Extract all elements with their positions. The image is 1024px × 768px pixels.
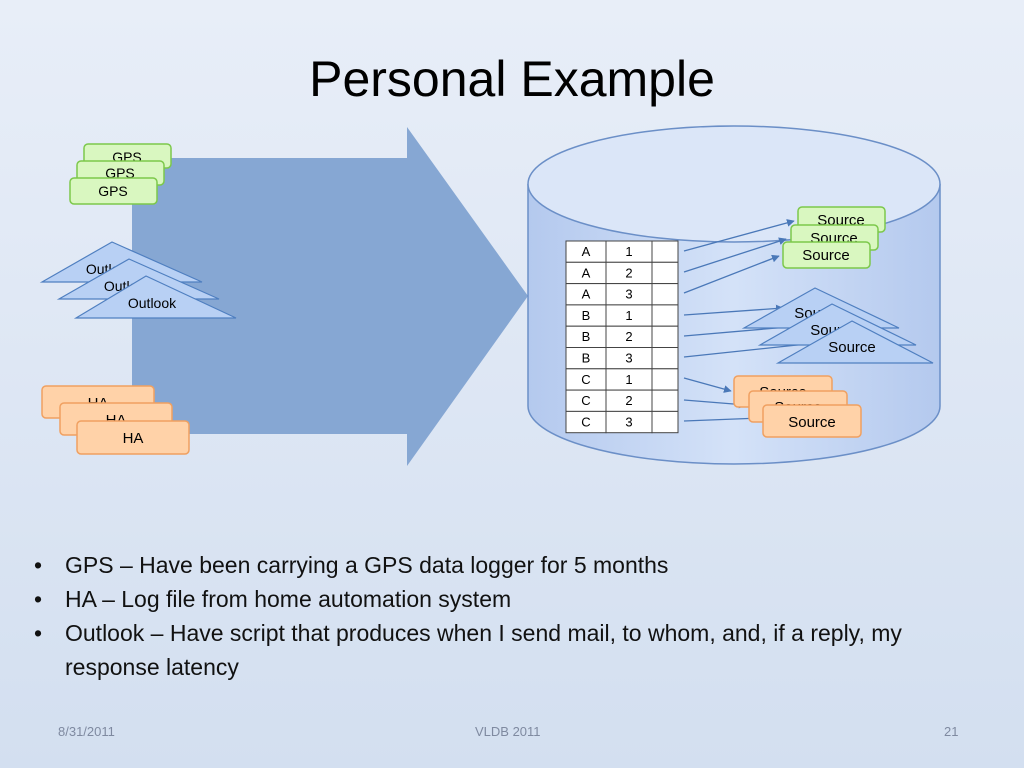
connector-arrow (683, 219, 795, 252)
slide-title: Personal Example (309, 51, 715, 107)
source-label: Source (802, 247, 850, 264)
table-key-cell: B (582, 308, 591, 323)
footer-conference: VLDB 2011 (475, 724, 541, 739)
table-cell (651, 261, 679, 285)
footer-date: 8/31/2011 (58, 724, 115, 739)
bullet-text: GPS – Have been carrying a GPS data logg… (65, 552, 669, 578)
source-triangle: Source (775, 320, 934, 364)
connector-arrow (683, 254, 780, 294)
table-cell (651, 240, 679, 263)
table-key-cell: A (582, 265, 591, 280)
table-key-cell: A (582, 244, 591, 259)
outlook-stack: Outlook Outlook Outlook (39, 241, 237, 319)
table-key-cell: B (582, 351, 591, 366)
connector-arrow (683, 304, 784, 316)
table-cell (651, 389, 679, 412)
connector-arrow (683, 414, 762, 423)
source-label: Source (828, 339, 876, 356)
bullet-item: • GPS – Have been carrying a GPS data lo… (34, 548, 964, 582)
bullet-glyph: • (34, 586, 43, 612)
gps-label: GPS (98, 183, 128, 199)
table-key-cell: A (582, 287, 591, 302)
table-num-cell: 3 (625, 351, 632, 366)
bullet-item: • HA – Log file from home automation sys… (34, 582, 964, 616)
gps-source-stack: Source Source Source (782, 206, 886, 269)
outlook-label: Outlook (128, 295, 177, 311)
table-cell (651, 325, 679, 349)
ha-source-stack: Source Source Source (733, 375, 862, 438)
table-cell (651, 304, 679, 327)
gps-stack: GPS GPS GPS (69, 143, 172, 205)
table-key-cell: C (581, 372, 590, 387)
bullet-glyph: • (34, 552, 43, 578)
table-num-cell: 3 (625, 414, 632, 429)
footer-page-number: 21 (944, 724, 959, 739)
source-box: Source (782, 241, 871, 269)
table-num-cell: 1 (625, 372, 632, 387)
table-key-cell: B (582, 329, 591, 344)
data-integration-diagram: GPS GPS GPS Outlook Outlook Outlook HA H… (39, 125, 941, 466)
gps-box: GPS (69, 177, 158, 205)
table-cell (651, 410, 679, 434)
bullet-text: Outlook – Have script that produces when… (65, 620, 902, 680)
table-key-cell: C (581, 393, 590, 408)
ha-box: HA (76, 420, 190, 455)
connector-arrow (683, 377, 732, 393)
bullet-list: • GPS – Have been carrying a GPS data lo… (34, 548, 964, 684)
connector-arrow (683, 237, 787, 273)
table-cell (651, 347, 679, 370)
table-cell (651, 368, 679, 391)
big-right-arrow (132, 127, 528, 466)
ha-stack: HA HA HA (41, 385, 190, 455)
table-num-cell: 3 (625, 287, 632, 302)
table-num-cell: 1 (625, 244, 632, 259)
table-num-cell: 2 (625, 265, 632, 280)
bullet-text: HA – Log file from home automation syste… (65, 586, 512, 612)
outlook-source-stack: Source Source Source (741, 287, 934, 364)
source-label: Source (788, 414, 836, 431)
table-num-cell: 1 (625, 308, 632, 323)
bullet-glyph: • (34, 620, 43, 646)
table-key-cell: C (581, 414, 590, 429)
table-num-cell: 2 (625, 393, 632, 408)
gps-label: GPS (105, 165, 135, 181)
source-box: Source (762, 404, 862, 438)
table-cell (651, 283, 679, 306)
bullet-item: • Outlook – Have script that produces wh… (34, 616, 964, 684)
ha-label: HA (123, 430, 144, 447)
table-num-cell: 2 (625, 329, 632, 344)
outlook-triangle: Outlook (73, 275, 237, 319)
